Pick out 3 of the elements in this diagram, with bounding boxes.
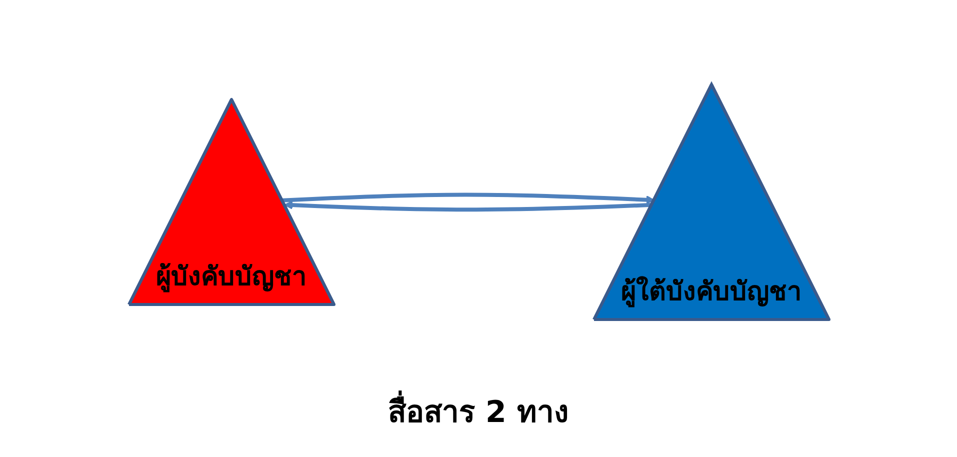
- caption-text: สื่อสาร 2 ทาง: [388, 388, 569, 435]
- arrow: [282, 192, 654, 204]
- arrow: [283, 200, 652, 212]
